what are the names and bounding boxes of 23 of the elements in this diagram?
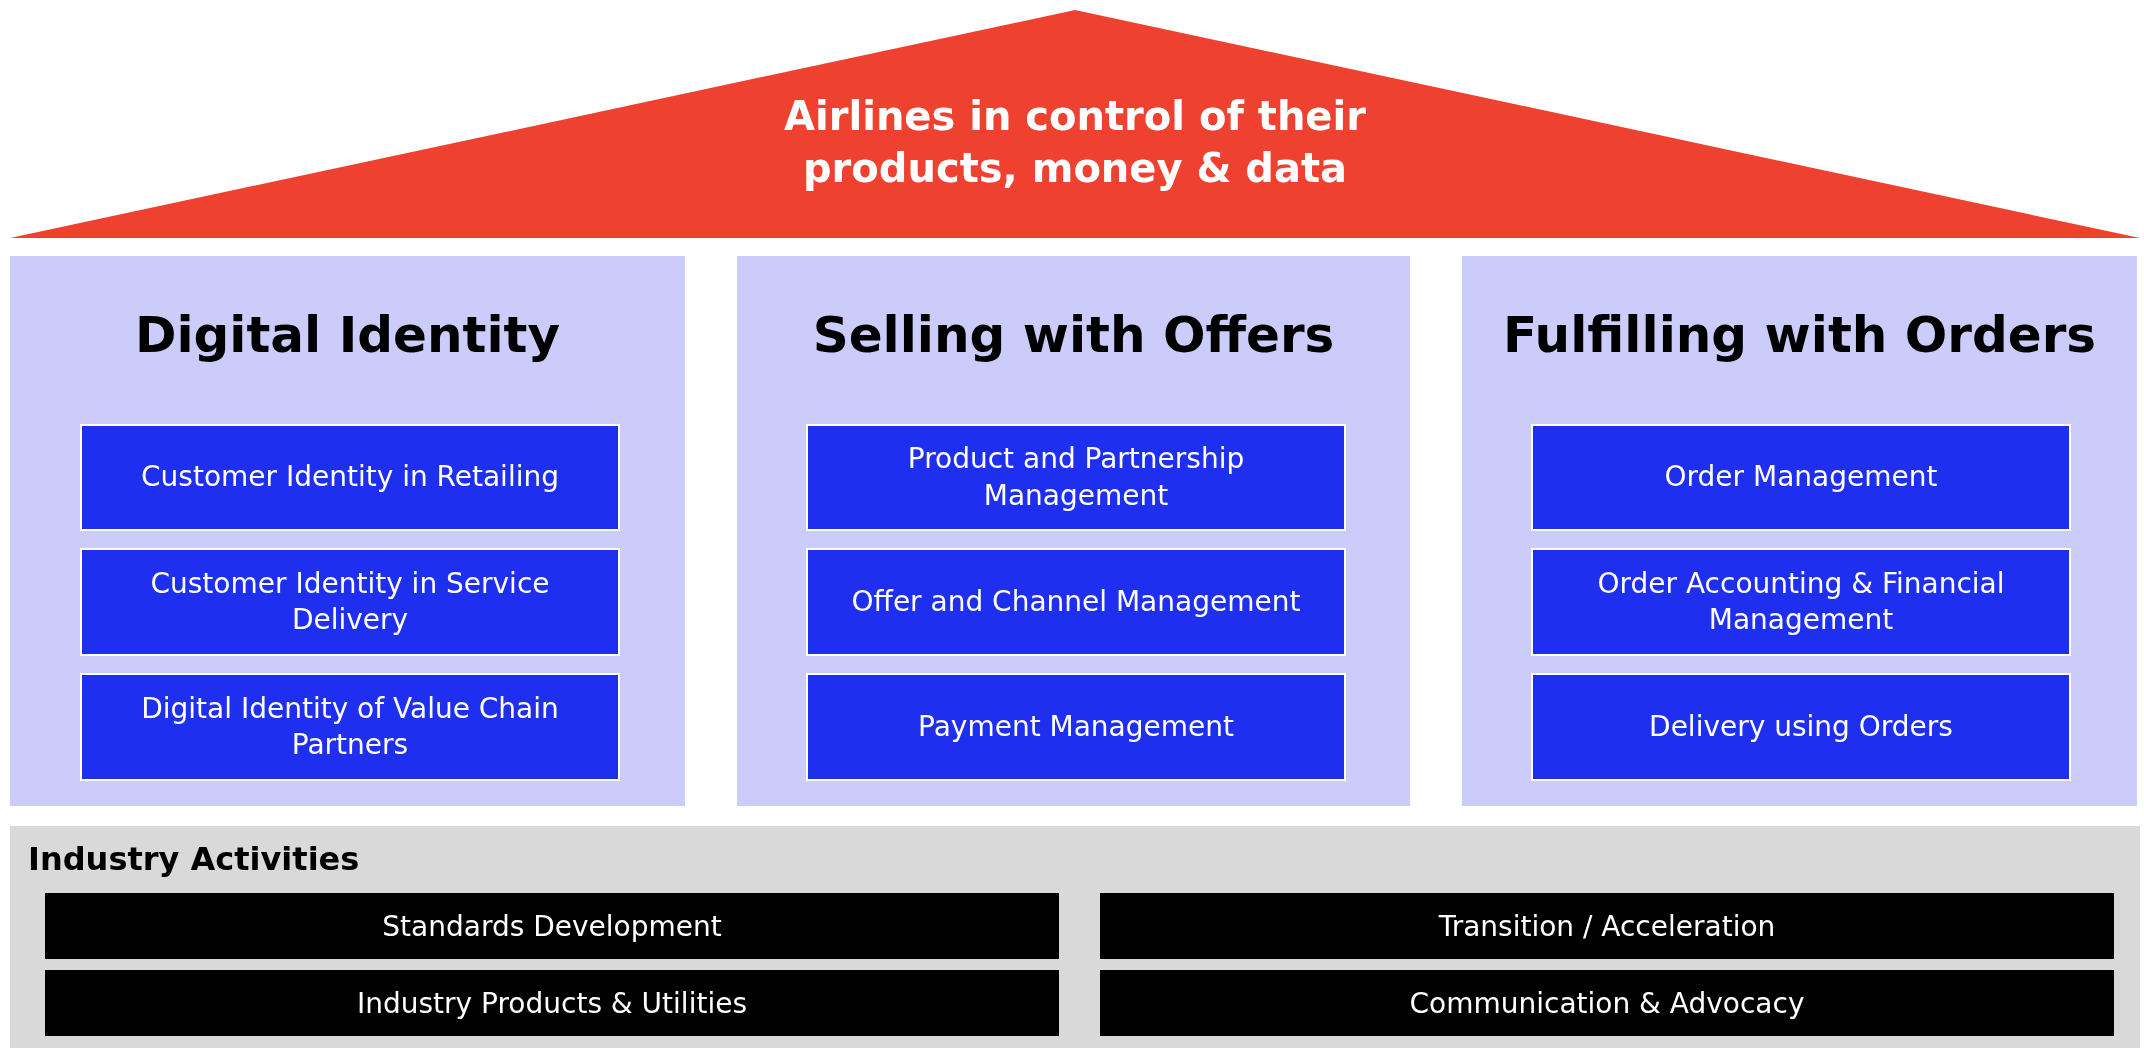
pillar-panel: [737, 256, 1410, 806]
activity-bar: Standards Development: [45, 893, 1059, 959]
pillar-heading: Digital Identity: [133, 306, 562, 364]
activity-bar: Transition / Acceleration: [1100, 893, 2114, 959]
activity-bar: Communication & Advocacy: [1100, 970, 2114, 1036]
capability-box: Customer Identity in Service Delivery: [80, 548, 620, 656]
capability-box: Payment Management: [806, 673, 1346, 781]
base-panel: [10, 826, 2140, 1048]
pillar-panel: [10, 256, 685, 806]
pillar-panel: [1462, 256, 2137, 806]
capability-box: Digital Identity of Value Chain Partners: [80, 673, 620, 781]
capability-box: Delivery using Orders: [1531, 673, 2071, 781]
capability-box: Order Management: [1531, 424, 2071, 531]
roof-triangle: [10, 10, 2140, 238]
capability-box: Product and Partnership Management: [806, 424, 1346, 531]
capability-box: Offer and Channel Management: [806, 548, 1346, 656]
activity-bar: Industry Products & Utilities: [45, 970, 1059, 1036]
capability-box: Customer Identity in Retailing: [80, 424, 620, 531]
capability-box: Order Accounting & Financial Management: [1531, 548, 2071, 656]
base-heading: Industry Activities: [28, 840, 360, 878]
pillar-heading: Fulfilling with Orders: [1501, 306, 2098, 364]
roof-heading: Airlines in control of their products, money & data: [783, 92, 1367, 193]
pillar-heading: Selling with Offers: [811, 306, 1336, 364]
